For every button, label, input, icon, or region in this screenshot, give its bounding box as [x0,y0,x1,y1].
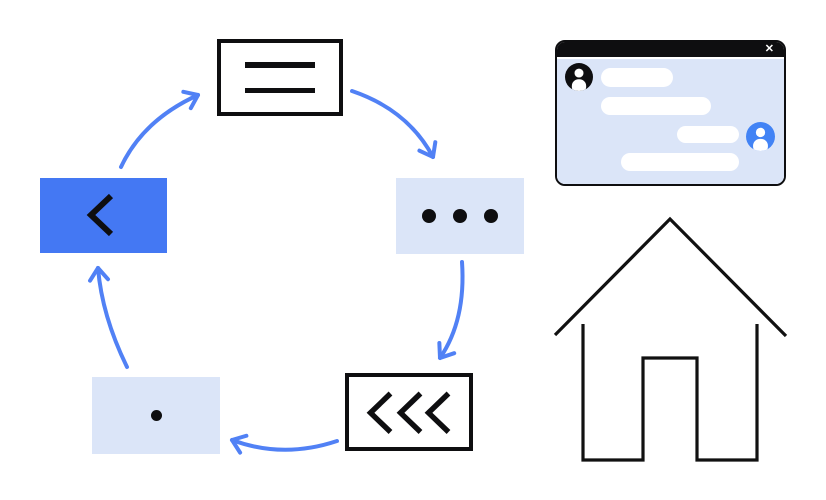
back-card [40,178,167,253]
options-card [396,178,524,254]
menu-card [217,39,343,116]
house-roof [553,216,788,338]
message-bubble [601,97,711,115]
chat-body [557,59,784,184]
message-bubble [621,153,739,171]
flow-arrow-4 [230,433,339,455]
single-dot-icon [150,410,162,421]
house-walls-door [581,324,759,462]
home-icon [553,216,788,462]
user-avatar-blue-icon [746,122,775,151]
dot-card [92,377,220,454]
flow-arrow-1 [119,89,200,169]
triple-chevron-left-icon [366,391,450,434]
flow-arrow-5 [88,266,129,369]
message-bubble [677,126,739,143]
chat-window: ✕ [555,40,786,186]
chevron-left-icon [86,193,114,237]
message-bubble [601,68,673,87]
flow-arrow-3 [437,260,465,360]
user-avatar-dark-icon [565,63,593,91]
menu-lines-icon [245,62,315,93]
flow-arrow-2 [350,89,438,159]
rewind-card [345,373,473,451]
ellipsis-icon [422,209,498,223]
chat-titlebar: ✕ [557,42,784,57]
close-icon[interactable]: ✕ [764,43,774,55]
